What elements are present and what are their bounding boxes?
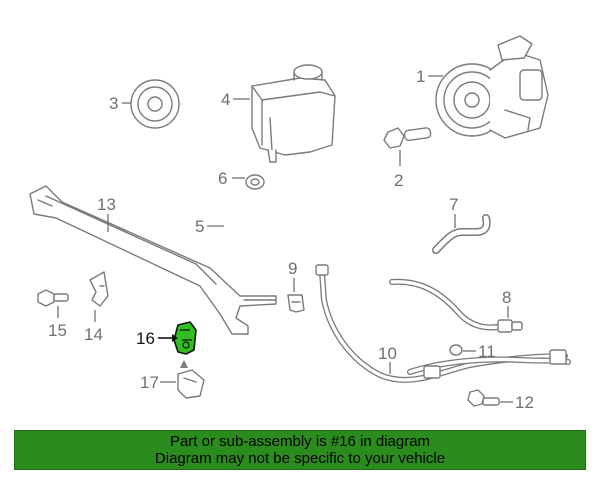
part-6-clamp[interactable]: [245, 174, 265, 190]
part-17-clamp-bracket[interactable]: [177, 369, 205, 399]
callout-2[interactable]: 2: [394, 171, 403, 190]
callout-7[interactable]: 7: [449, 195, 458, 214]
callout-13[interactable]: 13: [97, 195, 116, 214]
part-2-bolt[interactable]: [383, 127, 432, 149]
callout-4[interactable]: 4: [221, 90, 230, 109]
part-12-bolt[interactable]: [467, 389, 500, 407]
leader-17-arrow: [180, 360, 188, 368]
part-16-hose-clamp-highlighted[interactable]: [173, 321, 197, 355]
part-15-bolt[interactable]: [37, 289, 69, 307]
part-1-power-steering-pump[interactable]: [435, 35, 549, 139]
callout-9[interactable]: 9: [288, 259, 297, 278]
part-10-pressure-hose[interactable]: [315, 264, 571, 383]
part-8-hose-assembly[interactable]: [389, 278, 523, 333]
part-3-pulley[interactable]: [130, 79, 180, 129]
part-4-reservoir[interactable]: [251, 64, 336, 163]
callout-1[interactable]: 1: [416, 67, 425, 86]
callout-15[interactable]: 15: [48, 321, 67, 340]
callout-3[interactable]: 3: [109, 94, 118, 113]
leader-16-arrow: [172, 334, 178, 342]
callout-8[interactable]: 8: [502, 288, 511, 307]
part-11-o-ring[interactable]: [449, 344, 463, 356]
callout-10[interactable]: 10: [378, 344, 397, 363]
part-13-bracket-rail[interactable]: [29, 185, 277, 335]
callout-6[interactable]: 6: [218, 169, 227, 188]
callout-16[interactable]: 16: [136, 329, 155, 348]
info-banner: Part or sub-assembly is #16 in diagram D…: [14, 430, 586, 470]
part-14-bracket-clip[interactable]: [89, 271, 109, 307]
callout-5[interactable]: 5: [195, 217, 204, 236]
callout-17[interactable]: 17: [140, 373, 159, 392]
banner-line-disclaimer: Diagram may not be specific to your vehi…: [154, 450, 446, 467]
part-5-hose[interactable]: [215, 201, 243, 265]
callout-12[interactable]: 12: [515, 393, 534, 412]
part-9-clip[interactable]: [287, 294, 305, 313]
part-7-hose[interactable]: [432, 214, 491, 254]
banner-line-part: Part or sub-assembly is #16 in diagram: [169, 433, 431, 450]
callout-11[interactable]: 11: [478, 342, 496, 361]
callout-14[interactable]: 14: [84, 325, 103, 344]
